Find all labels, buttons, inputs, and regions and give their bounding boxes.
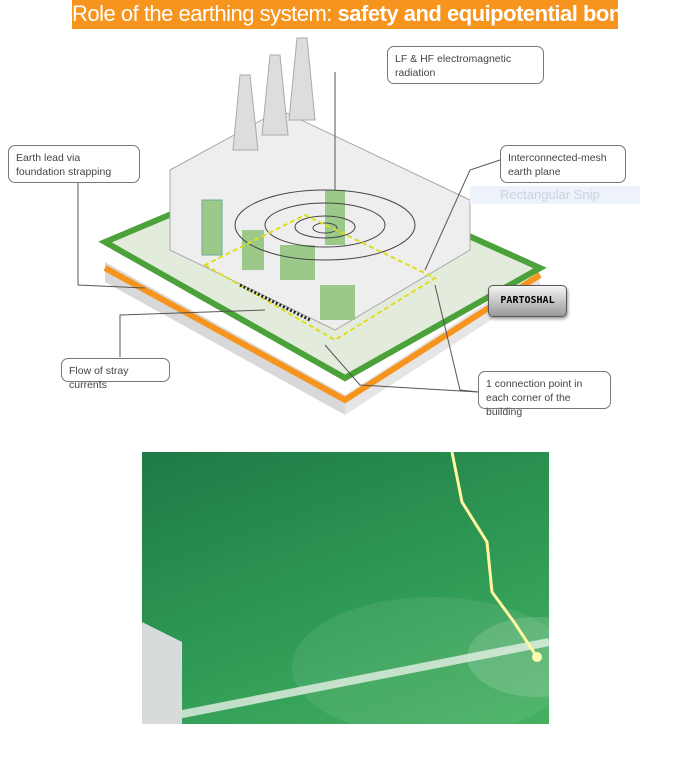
callout-mesh: Interconnected-mesh earth plane bbox=[500, 145, 626, 183]
factory-diagram bbox=[77, 37, 547, 415]
cabinet bbox=[320, 285, 355, 320]
callout-leader-lines bbox=[77, 72, 501, 393]
road bbox=[142, 638, 549, 724]
chimney bbox=[261, 54, 289, 136]
watermark-badge: PARTOSHAL bbox=[488, 285, 567, 317]
title-bold: safety and equipotential bonding bbox=[337, 1, 667, 26]
diagram-title: Role of the earthing system: safety and … bbox=[72, 0, 667, 29]
ground-ring bbox=[467, 617, 549, 697]
title-light: Role of the earthing system: bbox=[72, 1, 338, 26]
chimney bbox=[232, 74, 259, 151]
mesh-loop bbox=[202, 213, 438, 342]
strike-point bbox=[532, 652, 542, 662]
stray-current-wave bbox=[239, 283, 311, 322]
callout-earth-lead: Earth lead via foundation strapping bbox=[8, 145, 140, 183]
lightning-scene bbox=[142, 452, 549, 724]
rectangular-snip-overlay: Rectangular Snip bbox=[470, 186, 640, 204]
callout-stray-currents: Flow of stray currents bbox=[61, 358, 170, 391]
factory-building bbox=[142, 622, 182, 724]
callout-radiation: LF & HF electromagnetic radiation bbox=[387, 46, 544, 84]
orange-earth-lead bbox=[103, 265, 542, 404]
radiation-rings bbox=[234, 189, 416, 261]
callout-connection: 1 connection point in each corner of the… bbox=[478, 371, 611, 418]
ground-ring bbox=[292, 597, 549, 724]
cabinet bbox=[280, 245, 315, 280]
chimney bbox=[288, 37, 316, 121]
lightning-bolt bbox=[450, 452, 539, 658]
cabinet bbox=[242, 230, 264, 270]
cabinet bbox=[201, 199, 223, 256]
lightning-photo bbox=[142, 452, 549, 724]
